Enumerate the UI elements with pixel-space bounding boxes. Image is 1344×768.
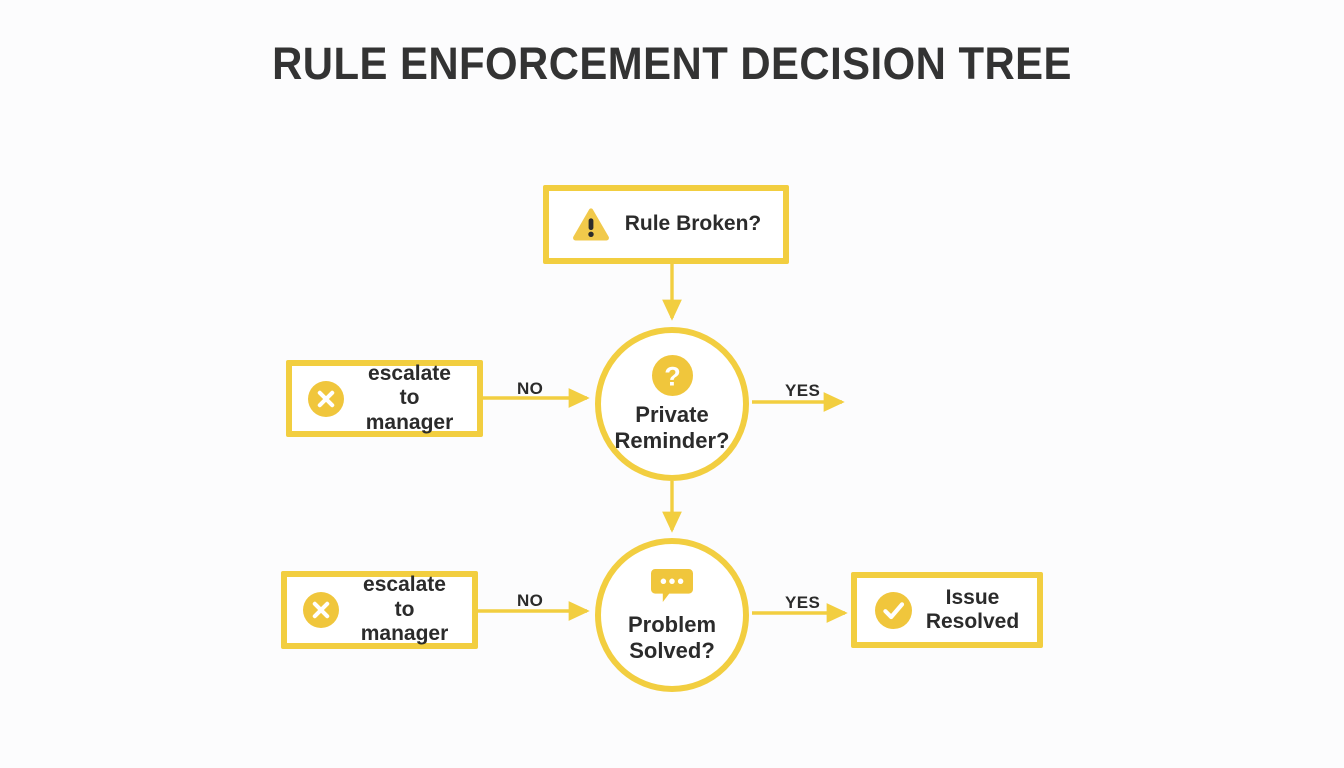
node-escalate-to-manager-lower-label: escalate to manager — [360, 573, 449, 646]
node-rule-broken-label: Rule Broken? — [624, 212, 762, 236]
node-problem-solved[interactable]: Problem Solved? — [595, 538, 749, 692]
node-escalate-to-manager-upper[interactable]: escalate to manager — [286, 360, 483, 437]
node-escalate-to-manager-upper-label: escalate to manager — [365, 361, 454, 434]
edge-label-yes-lower: YES — [785, 593, 821, 612]
page-title: RULE ENFORCEMENT DECISION TREE — [272, 38, 1072, 89]
svg-text:?: ? — [664, 361, 681, 391]
node-private-reminder[interactable]: ? Private Reminder? — [595, 327, 749, 481]
node-escalate-to-manager-lower[interactable]: escalate to manager — [281, 571, 478, 649]
node-problem-solved-label: Problem Solved? — [627, 612, 717, 663]
check-circle-icon — [874, 591, 912, 629]
node-issue-resolved-label: Issue Resolved — [925, 585, 1020, 633]
x-circle-icon — [303, 592, 339, 628]
speech-bubble-icon — [651, 569, 693, 603]
question-mark-circle-icon: ? — [651, 354, 693, 396]
warning-triangle-icon — [572, 207, 609, 240]
edge-label-no-lower: NO — [517, 591, 544, 610]
edge-label-no-upper: NO — [517, 379, 544, 398]
x-circle-icon — [308, 380, 344, 417]
node-rule-broken[interactable]: Rule Broken? — [543, 185, 789, 264]
edge-label-yes-upper: YES — [785, 381, 821, 400]
node-issue-resolved[interactable]: Issue Resolved — [851, 572, 1043, 648]
node-private-reminder-label: Private Reminder? — [614, 401, 730, 453]
